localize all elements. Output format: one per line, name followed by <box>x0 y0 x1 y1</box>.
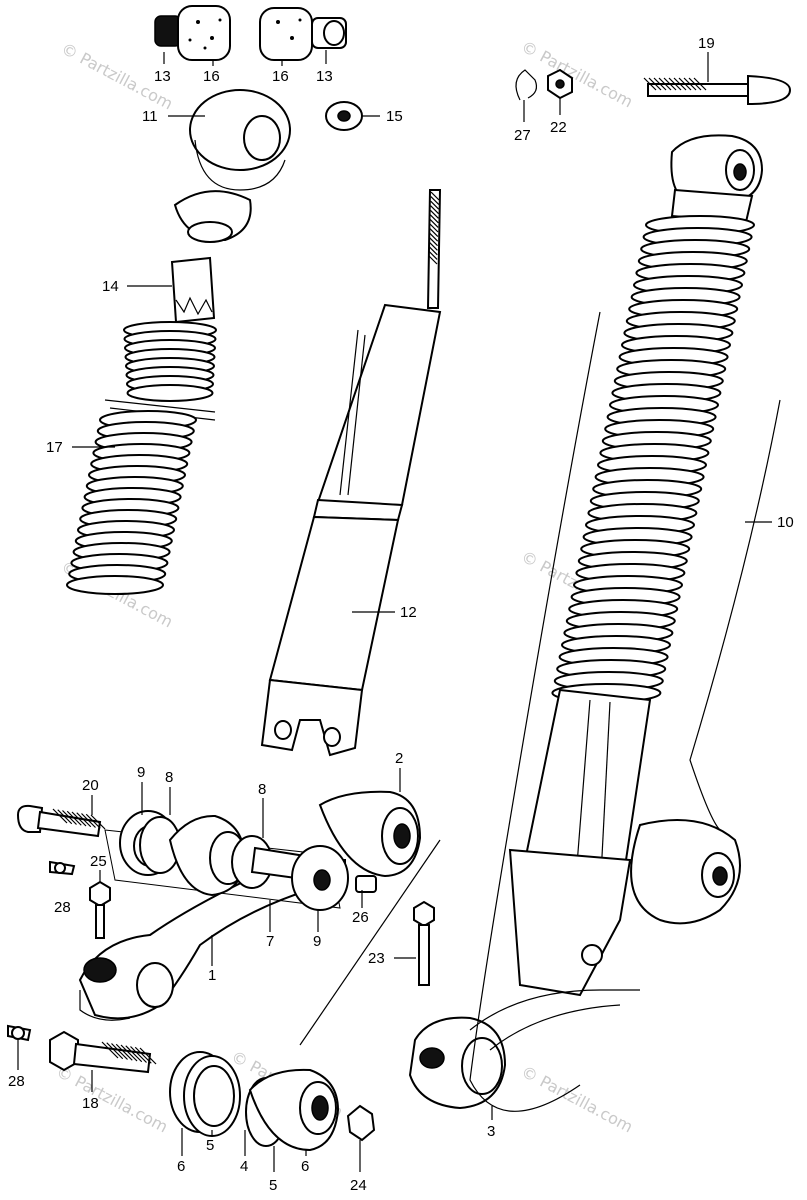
callout-13: 13 <box>316 68 333 85</box>
grease-nipple-28-lower <box>7 1024 32 1042</box>
bolt-25 <box>89 880 111 939</box>
callout-9: 9 <box>313 933 321 950</box>
callout-3: 3 <box>487 1123 495 1140</box>
cotter-pin-27 <box>515 69 538 101</box>
leader-lines <box>17 50 772 1172</box>
cap-nut-15 <box>325 101 363 131</box>
bolt-19 <box>643 74 792 106</box>
callout-28: 28 <box>54 899 71 916</box>
callout-13: 13 <box>154 68 171 85</box>
callout-7: 7 <box>266 933 274 950</box>
shock-spring-17 <box>66 321 217 595</box>
callout-9: 9 <box>137 764 145 781</box>
callout-17: 17 <box>46 439 63 456</box>
watermark: © Partzilla.com <box>518 37 636 112</box>
callout-8: 8 <box>258 781 266 798</box>
callout-5: 5 <box>206 1137 214 1154</box>
callout-11: 11 <box>142 108 158 125</box>
callout-16: 16 <box>272 68 289 85</box>
grease-nipple-28-upper <box>49 860 76 876</box>
bolt-20 <box>16 804 106 838</box>
rubber-bushing-set-top <box>154 5 347 61</box>
callout-6: 6 <box>301 1158 309 1175</box>
cap-nut-24 <box>346 1104 376 1142</box>
bushing-set-bottom <box>169 1051 340 1152</box>
callout-28: 28 <box>8 1073 25 1090</box>
callout-19: 19 <box>698 35 715 52</box>
callout-15: 15 <box>386 108 403 125</box>
callout-5: 5 <box>269 1177 277 1194</box>
callout-23: 23 <box>368 950 385 967</box>
callout-16: 16 <box>203 68 220 85</box>
bolt-18 <box>49 1030 157 1074</box>
rear-shock-assembly-10 <box>408 134 781 1112</box>
watermark: © Partzilla.com <box>53 1062 171 1137</box>
swing-arm-1 <box>78 790 441 1046</box>
bump-rubber-14 <box>170 256 216 324</box>
callout-1: 1 <box>208 967 216 984</box>
callout-27: 27 <box>514 127 531 144</box>
damper-unit-12 <box>260 189 442 757</box>
nut-22 <box>547 68 573 100</box>
callout-22: 22 <box>550 119 567 136</box>
callout-14: 14 <box>102 278 119 295</box>
callout-4: 4 <box>240 1158 248 1175</box>
upper-spring-seat-11 <box>173 89 291 243</box>
callout-24: 24 <box>350 1177 367 1194</box>
callout-8: 8 <box>165 769 173 786</box>
callout-18: 18 <box>82 1095 99 1112</box>
callout-12: 12 <box>400 604 417 621</box>
callout-2: 2 <box>395 750 403 767</box>
callout-20: 20 <box>82 777 99 794</box>
callout-6: 6 <box>177 1158 185 1175</box>
bolt-23 <box>413 900 435 986</box>
callout-26: 26 <box>352 909 369 926</box>
callout-numbers: 13 16 16 13 11 15 27 22 19 14 17 12 10 2… <box>8 35 794 1194</box>
callout-25: 25 <box>90 853 107 870</box>
callout-10: 10 <box>777 514 794 531</box>
watermark: © Partzilla.com <box>518 1062 636 1137</box>
